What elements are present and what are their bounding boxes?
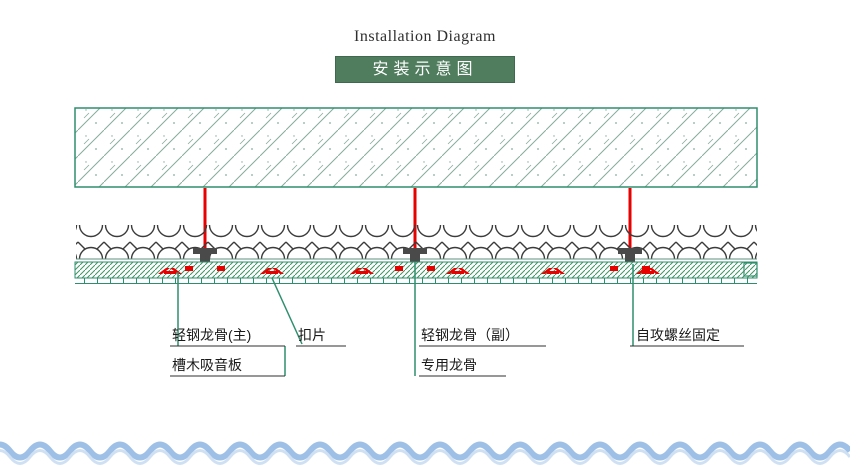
ceiling-slab-rect — [74, 107, 758, 188]
clips — [158, 266, 660, 274]
clip-pair — [350, 268, 374, 274]
bracket-clip — [427, 266, 435, 271]
label-clip: 扣片 — [298, 327, 326, 343]
bracket-clip — [395, 266, 403, 271]
clip-pair — [260, 268, 284, 274]
clip-pair — [446, 268, 470, 274]
label-acoustic-panel: 槽木吸音板 — [172, 357, 242, 373]
ceiling-slab — [74, 107, 758, 188]
banner: 安装示意图 — [335, 56, 515, 83]
clip-pair — [541, 268, 565, 274]
labels: 轻钢龙骨(主) 槽木吸音板 扣片 轻钢龙骨（副） 专用龙骨 自攻螺丝固定 — [172, 327, 720, 373]
wave-border — [0, 445, 850, 465]
bracket-clip — [642, 266, 650, 271]
panel-end-trim — [743, 262, 758, 277]
label-sub-keel: 轻钢龙骨（副） — [421, 327, 519, 343]
page-title: Installation Diagram — [354, 28, 496, 45]
label-screw: 自攻螺丝固定 — [636, 327, 720, 343]
bracket — [193, 248, 217, 262]
bracket-clip — [185, 266, 193, 271]
leader-lines — [177, 262, 634, 376]
label-special-keel: 专用龙骨 — [421, 357, 477, 373]
label-underlines — [170, 345, 744, 377]
banner-row: 安装示意图 — [0, 56, 850, 83]
panel-grooves — [76, 278, 757, 283]
leader-clip — [271, 277, 303, 345]
bracket-clip — [610, 266, 618, 271]
label-main-keel: 轻钢龙骨(主) — [172, 327, 251, 343]
clip-pair — [158, 268, 182, 274]
acoustic-panel — [74, 261, 758, 284]
bracket — [403, 248, 427, 262]
bracket-clip — [217, 266, 225, 271]
hanger-brackets — [193, 248, 642, 262]
bracket — [618, 248, 642, 262]
